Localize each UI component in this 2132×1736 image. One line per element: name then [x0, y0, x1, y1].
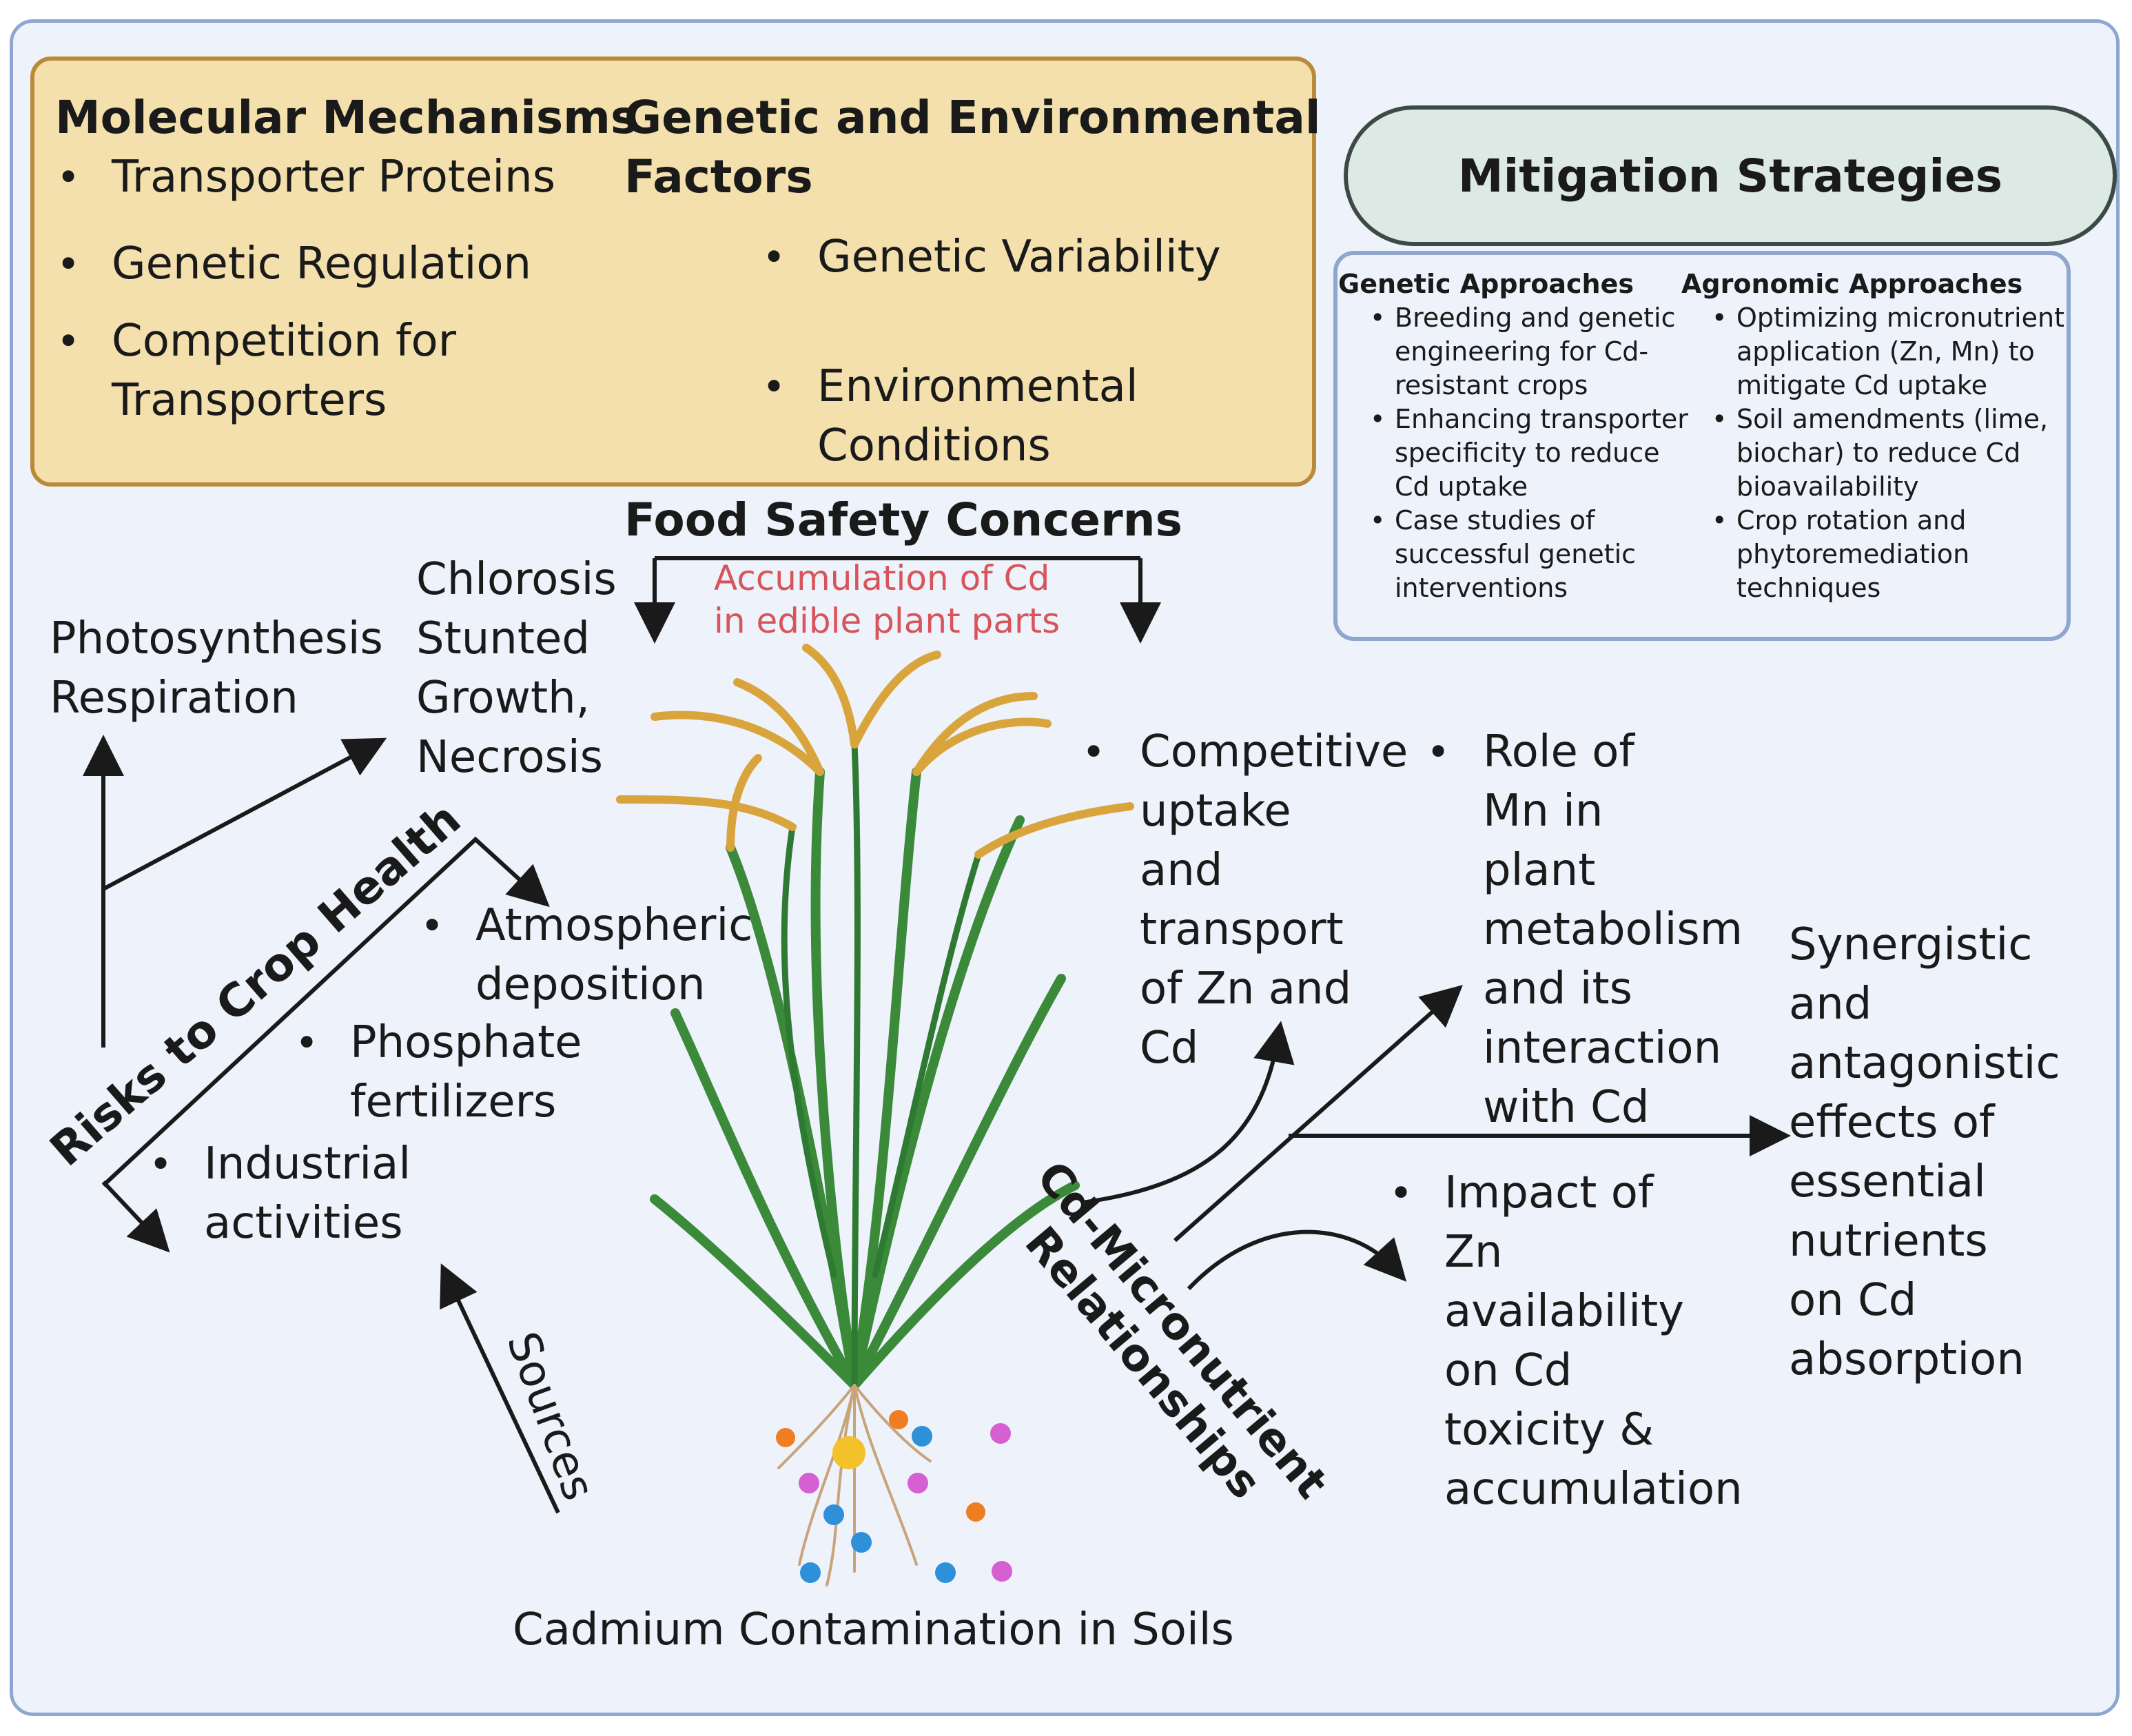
- agronomic-approaches-title: Agronomic Approaches: [1681, 269, 2023, 299]
- mitigation-title-pill: Mitigation Strategies: [1344, 105, 2117, 246]
- genetic-env-title: Genetic and Environmental: [624, 91, 1321, 144]
- crop-health-arrows: [83, 735, 560, 1514]
- genetic-env-item: Environmental: [817, 361, 1138, 412]
- effect-photosynthesis: Photosynthesis: [50, 613, 383, 664]
- bullet: •: [762, 234, 786, 280]
- mechanisms-box: [30, 57, 1316, 487]
- effect-necrosis: Necrosis: [416, 732, 603, 783]
- genetic-env-title-2: Factors: [624, 150, 813, 203]
- bullet: •: [420, 902, 444, 949]
- synergistic-text: Synergistic and antagonistic effects of …: [1789, 919, 2060, 1385]
- genetic-approaches-title: Genetic Approaches: [1338, 269, 1634, 299]
- source-item: deposition: [475, 959, 706, 1010]
- effect-stunted: Stunted: [416, 613, 590, 664]
- genetic-env-item: Genetic Variability: [817, 232, 1221, 283]
- effect-growth: Growth,: [416, 673, 590, 724]
- relationship-arrows: [1081, 985, 1791, 1291]
- bullet: •: [1389, 1170, 1413, 1216]
- molecular-item: Transporters: [112, 375, 387, 426]
- molecular-title: Molecular Mechanisms: [55, 91, 638, 144]
- bullet: •: [762, 363, 786, 410]
- molecular-item: Transporter Proteins: [112, 152, 556, 203]
- source-item: Atmospheric: [475, 900, 753, 951]
- bullet: •: [57, 154, 81, 201]
- molecular-item: Competition for: [112, 316, 456, 367]
- soil-contamination-label: Cadmium Contamination in Soils: [513, 1604, 1234, 1655]
- bullet: •: [149, 1141, 173, 1187]
- effect-chlorosis: Chlorosis: [416, 554, 617, 605]
- genetic-env-item: Conditions: [817, 420, 1051, 471]
- bullet: •: [295, 1019, 319, 1066]
- source-item: Industrial: [204, 1138, 411, 1189]
- food-safety-arrows: [634, 556, 1161, 644]
- mitigation-title: Mitigation Strategies: [1457, 149, 2003, 203]
- source-item: activities: [204, 1198, 403, 1249]
- rice-plant: [616, 644, 1134, 1586]
- molecular-item: Genetic Regulation: [112, 238, 532, 289]
- bullet: •: [1082, 728, 1106, 775]
- soil-particles: [776, 1410, 1012, 1583]
- source-item: Phosphate: [350, 1017, 582, 1068]
- bullet: •: [1426, 728, 1451, 775]
- bullet: •: [57, 318, 81, 365]
- list-item: Soil amendments (lime,biochar) to reduce…: [1705, 402, 2091, 504]
- mn-role-text: Role of Mn in plant metabolism and its i…: [1483, 726, 1743, 1133]
- food-safety-title: Food Safety Concerns: [624, 493, 1182, 547]
- list-item: Crop rotation andphytoremediationtechniq…: [1705, 504, 2091, 605]
- zn-impact-text: Impact of Zn availability on Cd toxicity…: [1444, 1167, 1743, 1515]
- effect-respiration: Respiration: [50, 673, 298, 724]
- source-item: fertilizers: [350, 1076, 557, 1127]
- bullet: •: [57, 241, 81, 287]
- competitive-uptake-text: Competitive uptake and transport of Zn a…: [1140, 726, 1408, 1074]
